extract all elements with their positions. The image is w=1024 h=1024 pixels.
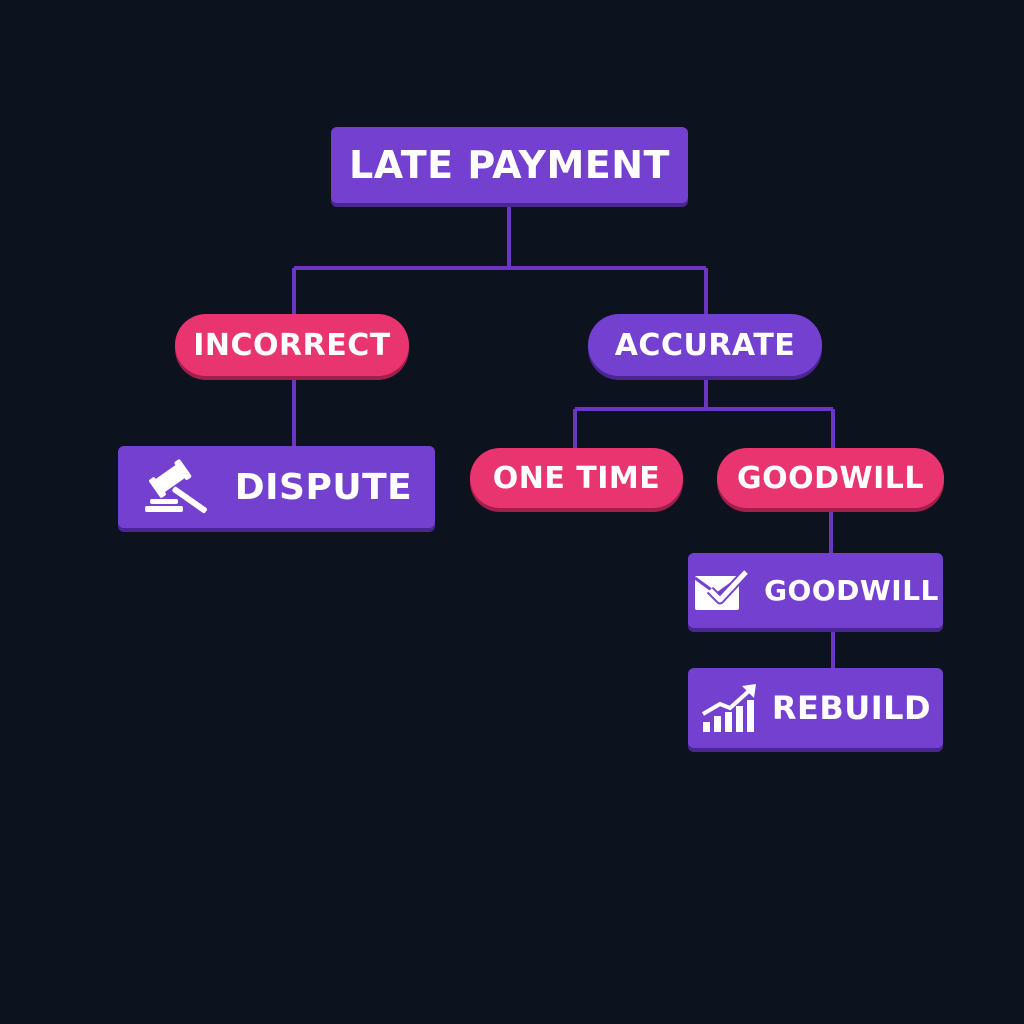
letter-check-icon bbox=[692, 568, 750, 614]
node-label: INCORRECT bbox=[193, 327, 391, 363]
node-late-payment: LATE PAYMENT bbox=[331, 127, 688, 203]
node-accurate: ACCURATE bbox=[588, 314, 822, 376]
connector-accurate-split bbox=[573, 376, 835, 449]
node-label: LATE PAYMENT bbox=[349, 143, 670, 187]
connector-root-split bbox=[292, 204, 708, 316]
node-label: GOODWILL bbox=[764, 574, 939, 607]
node-label: DISPUTE bbox=[234, 466, 413, 508]
node-dispute: DISPUTE bbox=[118, 446, 435, 528]
node-label: REBUILD bbox=[771, 689, 932, 727]
node-goodwill-action: GOODWILL bbox=[688, 553, 943, 628]
growth-chart-icon bbox=[700, 682, 758, 734]
node-label: ONE TIME bbox=[492, 460, 661, 496]
node-goodwill-branch: GOODWILL bbox=[717, 448, 944, 508]
gavel-icon bbox=[141, 456, 221, 518]
node-label: ACCURATE bbox=[614, 327, 796, 363]
node-label: GOODWILL bbox=[736, 460, 925, 496]
node-incorrect: INCORRECT bbox=[175, 314, 409, 376]
node-rebuild: REBUILD bbox=[688, 668, 943, 748]
node-one-time: ONE TIME bbox=[470, 448, 683, 508]
